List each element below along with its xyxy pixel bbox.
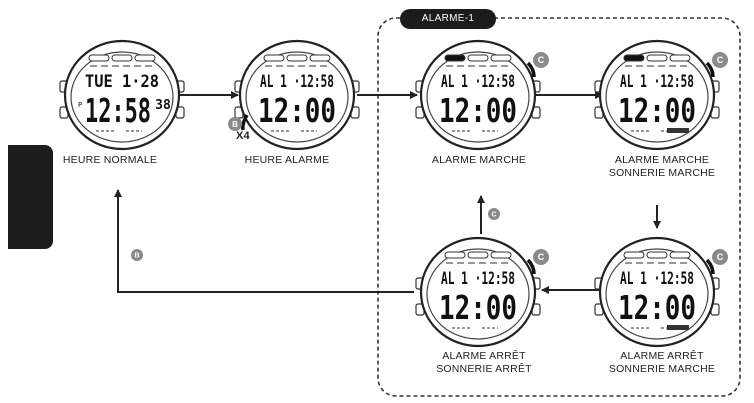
- watch-pm-indicator: P: [78, 101, 82, 109]
- caption-alarm-off-chime-off: ALARME ARRÊT SONNERIE ARRÊT: [414, 350, 554, 376]
- watch-mode-tab: [623, 251, 645, 259]
- group-label: ALARME-1: [400, 9, 496, 29]
- caption-normal-line1: HEURE NORMALE: [62, 154, 158, 166]
- watch-inner-ring: [70, 51, 174, 143]
- watch-main-time: 12:58: [85, 91, 151, 130]
- caption-alarm-off-chime-on-line1: ALARME ARRÊT: [620, 350, 704, 362]
- watch-press-indicator: [705, 61, 715, 78]
- watch-press-indicator-b: [241, 114, 249, 131]
- watch-mode-tab: [646, 251, 668, 259]
- flow-arrows: [114, 91, 661, 294]
- watch-top-line: AL 1 ·12:58: [620, 72, 694, 92]
- watch-mode-tab: [646, 54, 668, 62]
- watch-main-time: 12:00: [439, 288, 517, 327]
- watch-press-indicator: [526, 258, 536, 275]
- caption-alarm-on-chime-on-line1: ALARME MARCHE: [614, 154, 710, 166]
- watch-top-line: TUE 1·28: [85, 72, 159, 92]
- watch-chime-segment: [667, 325, 689, 330]
- button-c-letter: C: [538, 55, 545, 65]
- button-c-marker: [533, 249, 549, 265]
- watch-mode-tab: [444, 251, 466, 259]
- caption-normal: HEURE NORMALE: [45, 154, 175, 167]
- watch-mode-tab: [490, 54, 512, 62]
- watch-top-line: AL 1 ·12:58: [260, 72, 334, 92]
- watch-main-time: 12:00: [439, 91, 517, 130]
- watch-top-line: AL 1 ·12:58: [441, 269, 515, 289]
- watch-mode-tab: [623, 54, 645, 62]
- watch-main-time: 12:00: [258, 91, 336, 130]
- watch-press-indicator: [705, 258, 715, 275]
- watch-inner-ring: [426, 51, 530, 143]
- press-count-label: X4: [236, 130, 250, 142]
- watch-mode-tab: [88, 54, 110, 62]
- watch-mode-tab: [490, 251, 512, 259]
- button-c-up-letter: C: [491, 212, 496, 219]
- alarm-group-boundary: [377, 17, 741, 397]
- side-chapter-tab: [8, 145, 53, 249]
- watch-mode-tab: [286, 54, 308, 62]
- watch-inner-ring: [426, 248, 530, 340]
- button-b-return: B: [131, 249, 143, 261]
- watch-mode-tab: [309, 54, 331, 62]
- watch-mode-tab: [134, 54, 156, 62]
- watch-main-time: 12:00: [618, 91, 696, 130]
- caption-alarm-on: ALARME MARCHE: [414, 154, 544, 167]
- watch-inner-ring: [245, 51, 349, 143]
- watch-mode-tab: [669, 251, 691, 259]
- button-c-letter: C: [538, 252, 545, 262]
- button-c-marker: [712, 52, 728, 68]
- button-markers: B C: [131, 208, 500, 261]
- button-b-return-letter: B: [134, 253, 139, 260]
- caption-alarm-on-chime-on: ALARME MARCHE SONNERIE MARCHE: [592, 154, 732, 180]
- button-c-letter: C: [717, 252, 724, 262]
- watch-top-line: AL 1 ·12:58: [441, 72, 515, 92]
- caption-alarm-off-chime-on-line2: SONNERIE MARCHE: [608, 363, 716, 375]
- watch-press-indicator: [526, 61, 536, 78]
- arrow-return-to-normal: [114, 189, 414, 293]
- watch-mode-tab: [444, 54, 466, 62]
- watch-inner-ring: [605, 248, 709, 340]
- watch-main-time: 12:00: [618, 288, 696, 327]
- watch-mode-tab: [669, 54, 691, 62]
- caption-alarm-on-chime-on-line2: SONNERIE MARCHE: [608, 167, 716, 179]
- watch-mode-tab: [111, 54, 133, 62]
- watch-mode-tab: [467, 251, 489, 259]
- watch-chime-segment: [667, 128, 689, 133]
- watch-seconds: 38: [155, 98, 171, 113]
- caption-alarm-time-line1: HEURE ALARME: [244, 154, 330, 166]
- caption-alarm-time: HEURE ALARME: [232, 154, 342, 167]
- watch-mode-tab: [263, 54, 285, 62]
- button-c-letter: C: [717, 55, 724, 65]
- button-b-letter: B: [232, 120, 238, 129]
- watch-inner-ring: [605, 51, 709, 143]
- watch-mode-tab: [467, 54, 489, 62]
- button-c-marker: [533, 52, 549, 68]
- caption-alarm-off-chime-off-line1: ALARME ARRÊT: [442, 350, 526, 362]
- watch-top-line: AL 1 ·12:58: [620, 269, 694, 289]
- caption-alarm-off-chime-on: ALARME ARRÊT SONNERIE MARCHE: [592, 350, 732, 376]
- button-b-marker: [228, 117, 242, 131]
- caption-alarm-on-line1: ALARME MARCHE: [431, 154, 527, 166]
- button-c-marker: [712, 249, 728, 265]
- caption-alarm-off-chime-off-line2: SONNERIE ARRÊT: [436, 363, 532, 375]
- button-c-up: C: [488, 208, 500, 220]
